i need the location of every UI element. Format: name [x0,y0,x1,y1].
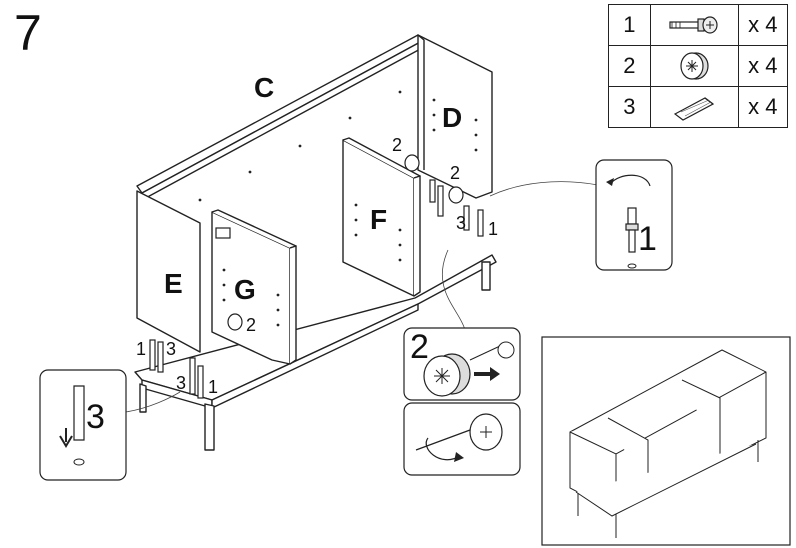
latch-icon [215,227,231,239]
parts-table: 1 x 4 2 x 4 3 [608,4,789,128]
base-leg [204,403,215,451]
bolt-detail-box [595,159,673,271]
detail-number-bolt: 1 [638,220,657,258]
side-panel-d [417,34,493,199]
bolt-icon [197,365,204,399]
part-quantity: x 4 [737,86,789,128]
panel-label-c: C [254,72,275,103]
callout-cam-lock-right: 2 [450,163,461,183]
parts-row: 3 x 4 [608,86,789,128]
bolt-icon [477,209,484,237]
dowel-icon [463,205,470,231]
base-leg [139,383,147,413]
part-quantity: x 4 [737,4,789,46]
dowel-icon [157,341,164,373]
cam-lock-icon [649,45,739,87]
cam-lock-icon [404,154,420,172]
cam-lock-icon [227,313,243,331]
part-number: 2 [608,45,651,87]
callout-dowel-left-top: 3 [166,339,177,359]
callout-bolt-right: 1 [488,219,499,239]
panel-label-d: D [442,102,463,133]
cam-lock-icon [448,186,464,204]
bolt-icon [149,339,156,371]
panel-label-f: F [370,204,388,235]
part-number: 3 [608,86,651,128]
parts-row: 2 x 4 [608,45,789,87]
callout-dowel-left-bottom: 3 [176,373,187,393]
callout-dowel-right: 3 [456,213,467,233]
bolt-icon [429,179,436,203]
part-quantity: x 4 [737,45,789,87]
dowel-icon [189,357,196,395]
cam-detail-box [403,327,521,476]
finished-overview [541,336,791,546]
callout-bolt-left-bottom: 1 [208,377,219,397]
panel-label-g: G [234,274,256,305]
detail-number-cam: 2 [410,328,429,366]
base-leg [481,261,491,291]
side-panel-e [136,190,201,353]
callout-cam-lock-g: 2 [246,315,257,335]
detail-number-dowel: 3 [86,398,105,436]
dowel-detail-box [39,369,127,481]
dowel-icon [437,185,444,217]
callout-cam-lock-d: 2 [392,135,403,155]
callout-bolt-left-top: 1 [136,339,147,359]
step-number: 7 [14,5,42,61]
panel-label-e: E [164,268,183,299]
